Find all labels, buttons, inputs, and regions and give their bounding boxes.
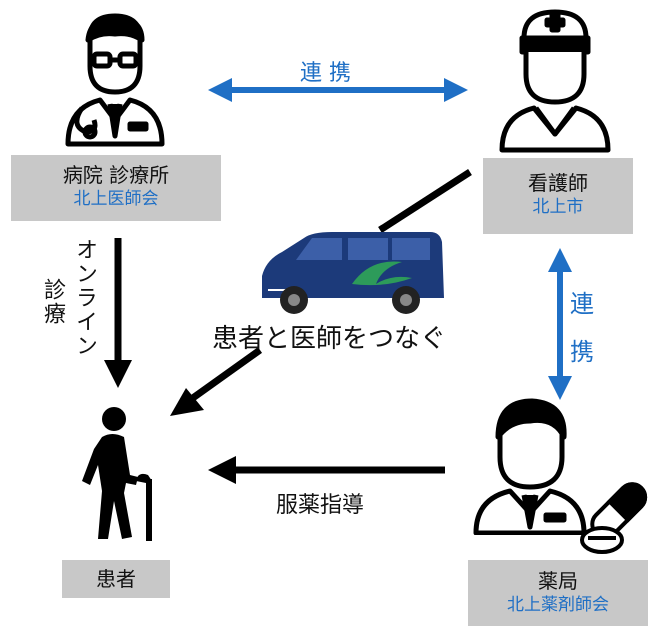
vehicle-caption: 患者と医師をつなぐ [212, 324, 447, 354]
cooperation-arrow-horizontal [208, 78, 468, 102]
medication-arrow-left [208, 456, 445, 484]
online-arrow-down [104, 238, 132, 388]
visit-arrow-diagonal [170, 169, 472, 416]
nurse-label: 看護師 北上市 [483, 158, 633, 234]
online-label-1: オンライン [72, 238, 97, 358]
pill-capsule-icon [580, 482, 648, 554]
pharmacy-org: 北上薬剤師会 [507, 595, 609, 615]
hospital-label: 病院 診療所 北上医師会 [11, 155, 221, 221]
patient-title: 患者 [96, 567, 136, 591]
medication-label: 服薬指導 [276, 493, 365, 518]
cooperation-label-top: 連 携 [300, 61, 351, 86]
van-icon [262, 232, 444, 314]
nurse-title: 看護師 [528, 171, 588, 195]
cooperation-arrow-vertical [548, 248, 572, 400]
online-label-2: 診療 [40, 278, 65, 326]
doctor-icon [65, 13, 165, 147]
pharmacy-label: 薬局 北上薬剤師会 [468, 560, 648, 626]
elderly-patient-icon [82, 407, 152, 541]
patient-label: 患者 [62, 560, 170, 598]
nurse-icon [499, 9, 611, 153]
pharmacy-title: 薬局 [538, 569, 578, 593]
cooperation-label-right-2: 携 [570, 338, 594, 366]
hospital-org: 北上医師会 [73, 189, 159, 209]
pharmacist-icon [473, 398, 587, 535]
hospital-title: 病院 診療所 [62, 163, 170, 187]
nurse-org: 北上市 [532, 197, 584, 217]
cooperation-label-right-1: 連 [570, 290, 594, 318]
